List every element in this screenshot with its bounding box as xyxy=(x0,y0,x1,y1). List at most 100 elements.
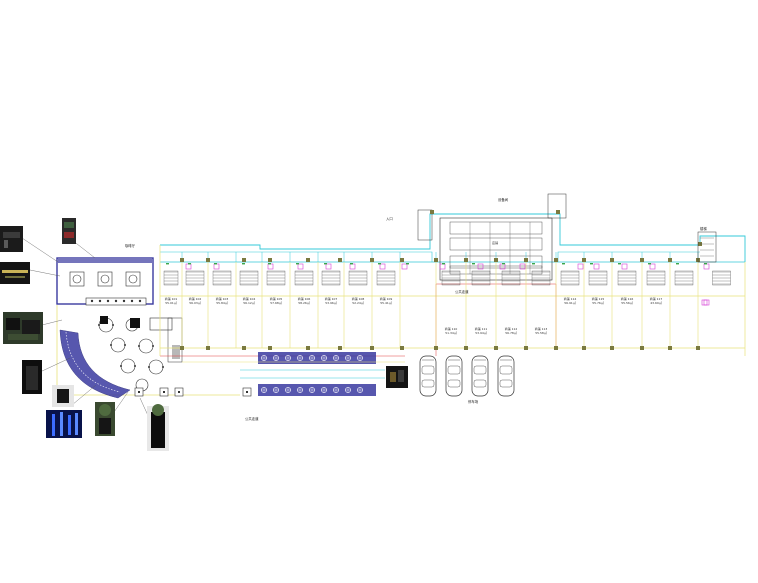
fixture xyxy=(593,263,600,270)
bar-stools xyxy=(90,299,142,303)
bar-lighting-photo xyxy=(0,262,30,284)
shop-name-label: 商铺 104 xyxy=(243,296,256,301)
green-marker xyxy=(648,263,651,265)
shop-area-label: 51.34㎡ xyxy=(445,330,457,335)
green-marker xyxy=(676,263,679,265)
column xyxy=(338,258,342,262)
dark-paving-block-2 xyxy=(100,316,108,324)
shop-area-label: 55.58㎡ xyxy=(535,330,547,335)
column xyxy=(306,258,310,262)
north-inner-wall-west xyxy=(160,251,433,262)
column xyxy=(268,258,272,262)
column xyxy=(554,346,558,350)
stair-hatch xyxy=(321,270,341,286)
column xyxy=(434,346,438,350)
entry-steps xyxy=(172,345,180,359)
shop-area-label: 55.41㎡ xyxy=(380,300,392,305)
shop-name-label: 商铺 101 xyxy=(165,296,178,301)
shop-name-label: 商铺 103 xyxy=(216,296,229,301)
structural-columns xyxy=(180,210,702,350)
stair-hatch xyxy=(163,270,179,286)
fixture xyxy=(621,263,628,270)
black-planter-photo xyxy=(22,360,42,394)
shop-area-label: 52.24㎡ xyxy=(352,300,364,305)
stair-hatch xyxy=(348,270,368,286)
shop-area-label: 58.26㎡ xyxy=(298,300,310,305)
cafe-table-group xyxy=(69,271,141,287)
south-planter-strips xyxy=(182,352,405,396)
green-marker xyxy=(350,263,353,265)
column xyxy=(554,258,558,262)
fixture xyxy=(297,263,304,270)
column xyxy=(370,346,374,350)
column xyxy=(582,346,586,350)
stair-hatch xyxy=(212,270,232,286)
fixture xyxy=(577,263,584,270)
shop-area-label: 56.12㎡ xyxy=(243,300,255,305)
column xyxy=(242,346,246,350)
planter-strip-upper xyxy=(258,352,376,364)
column xyxy=(524,346,528,350)
column xyxy=(610,346,614,350)
shop-name-label: 商铺 107 xyxy=(325,296,338,301)
green-marker xyxy=(562,263,565,265)
stair-hatch xyxy=(712,270,731,286)
stair-hatch xyxy=(471,270,491,286)
parked-car xyxy=(445,355,463,397)
stair-hatch xyxy=(560,270,580,286)
green-marker xyxy=(406,263,409,265)
column xyxy=(640,258,644,262)
atrium-bay-dividers xyxy=(469,222,531,274)
shop-area-label: 55.76㎡ xyxy=(592,300,604,305)
shop-partitions xyxy=(181,252,699,348)
shop-fixtures xyxy=(166,263,710,306)
planter-detail-photo xyxy=(52,385,74,407)
column xyxy=(494,346,498,350)
column xyxy=(696,346,700,350)
parking-cars xyxy=(419,355,515,397)
green-marker xyxy=(472,263,475,265)
column xyxy=(640,346,644,350)
stair-hatch xyxy=(294,270,314,286)
stair-hatch xyxy=(588,270,608,286)
column xyxy=(206,346,210,350)
shop-area-label: 55.01㎡ xyxy=(165,300,177,305)
water-feature-pattern xyxy=(65,331,121,393)
shop-stairs xyxy=(163,270,731,286)
fixture xyxy=(649,263,656,270)
green-marker xyxy=(704,263,707,265)
fixture xyxy=(477,263,484,270)
column xyxy=(180,346,184,350)
blue-fountain-photo xyxy=(46,410,82,438)
shop-area-label: 53.96㎡ xyxy=(325,300,337,305)
shop-area-label: 43.69㎡ xyxy=(650,300,662,305)
entry-canopy xyxy=(149,317,173,331)
shop-name-label: 商铺 111 xyxy=(475,326,488,331)
column xyxy=(434,258,438,262)
green-marker xyxy=(502,263,505,265)
column xyxy=(206,258,210,262)
planter-strip-ornaments xyxy=(261,355,363,393)
planter-strip-lower xyxy=(258,384,376,396)
planter-crosses xyxy=(138,391,248,393)
green-marker xyxy=(378,263,381,265)
column xyxy=(610,258,614,262)
stair-hatch xyxy=(674,270,694,286)
column xyxy=(494,258,498,262)
column xyxy=(430,210,434,214)
column xyxy=(268,346,272,350)
shop-area-label: 56.03㎡ xyxy=(189,300,201,305)
fixture xyxy=(325,263,332,270)
fixture xyxy=(401,263,408,270)
bar-counter-photo xyxy=(0,226,23,252)
column xyxy=(306,346,310,350)
stair-hatch xyxy=(376,270,396,286)
column xyxy=(582,258,586,262)
stair-hatch xyxy=(239,270,259,286)
green-marker xyxy=(442,263,445,265)
atrium-label: 店铺 xyxy=(492,240,498,245)
shop-area-label: 56.78㎡ xyxy=(505,330,517,335)
